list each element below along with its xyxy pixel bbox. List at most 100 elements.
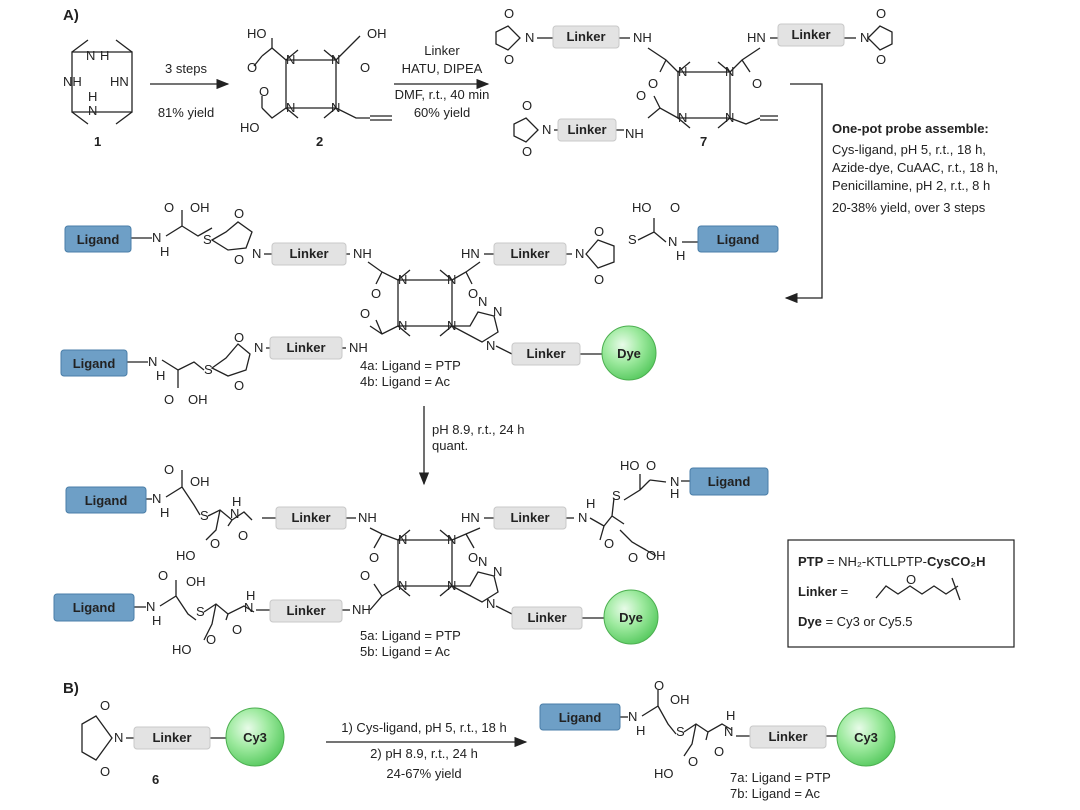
svg-text:OH: OH: [670, 692, 690, 707]
svg-text:O: O: [594, 272, 604, 287]
compound-7-linker-bottom: [557, 118, 617, 142]
compound-4b-label: 4b: Ligand = Ac: [360, 374, 450, 389]
compound-4-dye: [601, 325, 657, 381]
compound-7ab-cy3: [836, 707, 896, 767]
svg-text:N: N: [331, 100, 340, 115]
compound-5-linker-bottom-label: Linker: [286, 603, 325, 618]
svg-text:O: O: [876, 6, 886, 21]
svg-text:N: N: [678, 110, 687, 125]
svg-text:O: O: [876, 52, 886, 67]
compound-1-label: 1: [94, 134, 101, 149]
svg-text:S: S: [204, 362, 213, 377]
svg-text:N: N: [578, 510, 587, 525]
svg-text:O: O: [522, 98, 532, 113]
svg-text:NH: NH: [352, 602, 371, 617]
svg-text:O: O: [604, 536, 614, 551]
svg-text:O: O: [164, 200, 174, 215]
svg-text:O: O: [238, 528, 248, 543]
svg-text:NH: NH: [358, 510, 377, 525]
svg-text:S: S: [628, 232, 637, 247]
compound-4-linker-dye-label: Linker: [526, 346, 565, 361]
svg-text:O: O: [468, 550, 478, 565]
svg-text:O: O: [594, 224, 604, 239]
compound-7-linker-left: [552, 25, 620, 49]
svg-text:S: S: [203, 232, 212, 247]
svg-text:O: O: [468, 286, 478, 301]
compound-5-ligand-bottom: [53, 593, 135, 622]
svg-text:N: N: [447, 532, 456, 547]
compound-7a-label: 7a: Ligand = PTP: [730, 770, 831, 785]
svg-text:H: H: [160, 505, 169, 520]
svg-text:HN: HN: [461, 246, 480, 261]
svg-text:OH: OH: [646, 548, 666, 563]
svg-text:O: O: [504, 52, 514, 67]
svg-text:N: N: [670, 474, 679, 489]
svg-text:HO: HO: [172, 642, 192, 657]
svg-text:PTP = NH₂-KTLLPTP-CysCO₂H: PTP = NH₂-KTLLPTP-CysCO₂H: [798, 554, 985, 569]
svg-text:S: S: [612, 488, 621, 503]
svg-text:H: H: [156, 368, 165, 383]
svg-text:N: N: [146, 599, 155, 614]
step2-yield: 60% yield: [414, 105, 470, 120]
compound-5-linker-dye-label: Linker: [527, 610, 566, 625]
svg-text:HO: HO: [654, 766, 674, 781]
compound-7ab-ligand: [539, 703, 621, 731]
step1-conditions-top: 3 steps: [165, 61, 207, 76]
compound-4-linker-top-left-label: Linker: [289, 246, 328, 261]
legend-linker-structure: [875, 577, 961, 601]
svg-text:NH: NH: [349, 340, 368, 355]
legend-linker-value: =: [837, 584, 848, 599]
compound-7ab-linker: [749, 725, 827, 749]
step2-reagent-linker: Linker: [424, 43, 460, 58]
panel-a-label: A): [63, 7, 79, 24]
compound-7-label: 7: [700, 134, 707, 149]
panel-b-label: B): [63, 680, 79, 697]
compound-5a-label: 5a: Ligand = PTP: [360, 628, 461, 643]
svg-text:N: N: [254, 340, 263, 355]
step3-yield: quant.: [432, 438, 468, 453]
svg-text:O: O: [164, 462, 174, 477]
svg-text:N: N: [398, 272, 407, 287]
svg-text:N: N: [86, 48, 95, 63]
panel-b-step-2: 2) pH 8.9, r.t., 24 h: [370, 746, 478, 761]
onepot-step-2: Azide-dye, CuAAC, r.t., 18 h,: [832, 160, 998, 175]
legend-linker-key: Linker: [798, 584, 837, 599]
compound-4-linker-top-right: [493, 242, 567, 266]
compound-7ab-linker-label: Linker: [768, 729, 807, 744]
svg-text:O: O: [158, 568, 168, 583]
svg-text:N: N: [398, 318, 407, 333]
svg-text:O: O: [360, 60, 370, 75]
compound-4-ligand-top-left-label: Ligand: [77, 232, 120, 247]
legend-box: PTP = NH₂-KTLLPTP-CysCO₂H Linker = O Dye…: [787, 539, 1015, 648]
svg-text:O: O: [646, 458, 656, 473]
legend-ptp-key: PTP: [798, 554, 824, 569]
svg-text:H: H: [636, 723, 645, 738]
compound-4-ligand-top-right: [697, 225, 779, 253]
svg-text:N: N: [398, 578, 407, 593]
svg-text:N: N: [286, 100, 295, 115]
svg-text:N: N: [148, 354, 157, 369]
svg-text:O: O: [100, 698, 110, 713]
compound-4-ligand-bottom-label: Ligand: [73, 356, 116, 371]
onepot-yield: 20-38% yield, over 3 steps: [832, 200, 986, 215]
svg-text:O: O: [206, 632, 216, 647]
svg-text:HO: HO: [620, 458, 640, 473]
svg-text:O: O: [210, 536, 220, 551]
onepot-title: One-pot probe assemble:: [832, 121, 989, 136]
legend-linker-oxygen: O: [906, 572, 916, 587]
onepot-step-1: Cys-ligand, pH 5, r.t., 18 h,: [832, 142, 986, 157]
svg-text:HO: HO: [240, 120, 260, 135]
svg-text:H: H: [676, 248, 685, 263]
compound-6-label: 6: [152, 772, 159, 787]
compound-7ab-cy3-label: Cy3: [854, 730, 878, 745]
svg-text:HN: HN: [110, 74, 129, 89]
svg-text:HO: HO: [632, 200, 652, 215]
compound-5-linker-top-left-label: Linker: [291, 510, 330, 525]
compound-5-linker-top-left: [275, 506, 347, 530]
compound-4-linker-top-left: [271, 242, 347, 266]
svg-text:N: N: [493, 564, 502, 579]
compound-5-linker-top-right: [493, 506, 567, 530]
svg-text:H: H: [670, 486, 679, 501]
svg-text:Dye = Cy3 or Cy5.5: Dye = Cy3 or Cy5.5: [798, 614, 913, 629]
